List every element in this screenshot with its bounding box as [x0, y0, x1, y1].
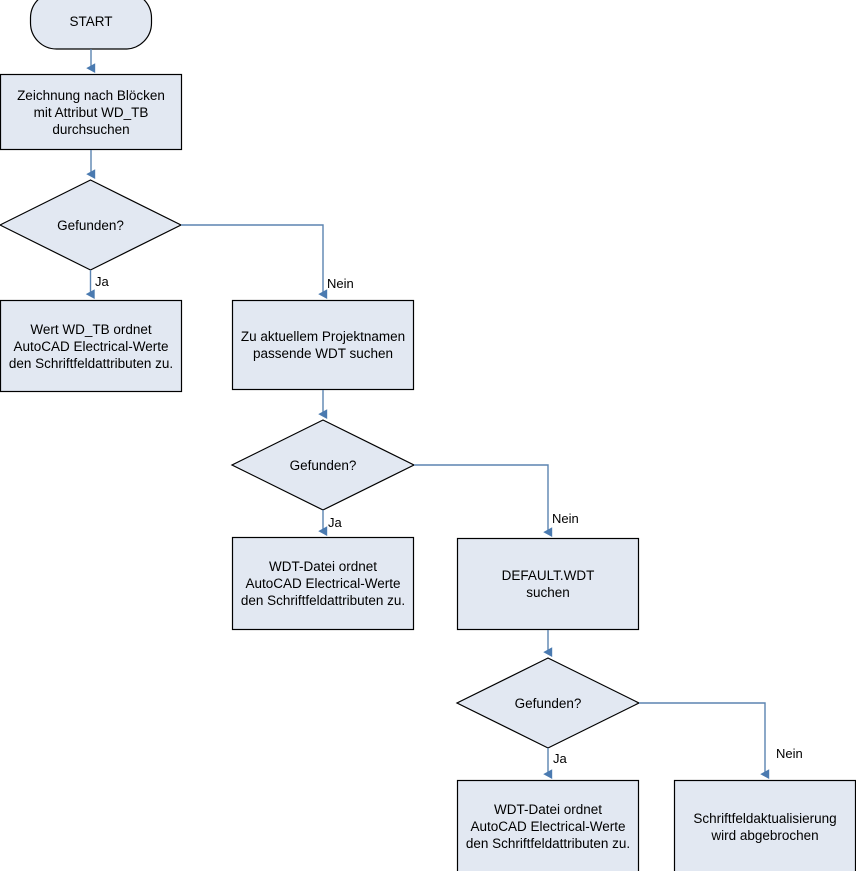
node-shape-wd-tb-assign[interactable]	[0, 299, 183, 393]
node-shape-wdt-assign-1[interactable]	[231, 536, 415, 631]
node-shape-start[interactable]	[29, 0, 153, 50]
edge-label-nein-1: Nein	[327, 276, 354, 291]
edge-label-nein-2: Nein	[552, 511, 579, 526]
edge-label-nein-3: Nein	[776, 746, 803, 761]
node-shape-search-project-wdt[interactable]	[231, 299, 415, 391]
node-shape-wdt-assign-2[interactable]	[456, 779, 640, 871]
node-shape-search-blocks[interactable]	[0, 73, 183, 151]
node-shape-found-2[interactable]	[230, 419, 416, 511]
edge-found-2-no	[414, 464, 553, 538]
node-shape-found-3[interactable]	[455, 657, 641, 749]
node-shape-search-default-wdt[interactable]	[456, 537, 640, 631]
edge-label-ja-1: Ja	[95, 274, 109, 289]
node-shape-abort[interactable]	[673, 779, 856, 871]
edge-found-3-no	[639, 702, 770, 780]
edge-label-ja-2: Ja	[328, 515, 342, 530]
node-shape-found-1[interactable]	[0, 179, 183, 271]
edge-found-1-no	[181, 224, 328, 300]
edge-label-ja-3: Ja	[553, 751, 567, 766]
